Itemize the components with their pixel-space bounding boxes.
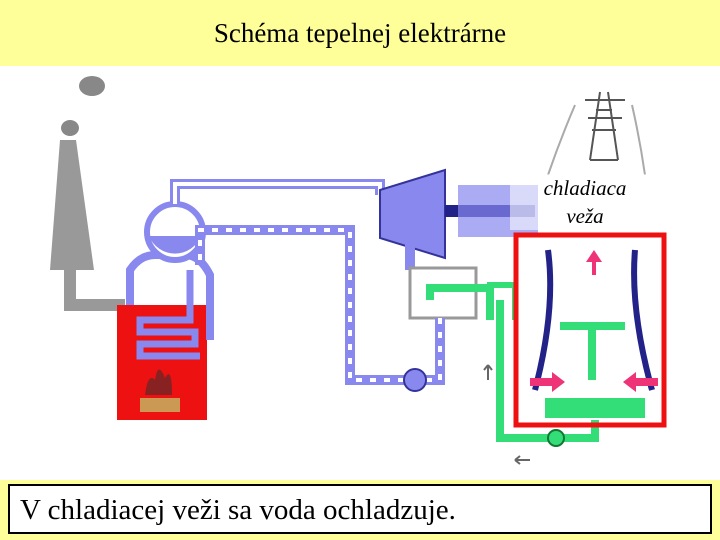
flow-arrow-icon xyxy=(514,455,530,465)
cooling-pump-icon xyxy=(547,429,565,447)
flow-arrow-up-icon xyxy=(483,364,493,380)
arrow-left-icon xyxy=(623,372,658,392)
cooling-water-pipe xyxy=(426,284,494,320)
title-bar xyxy=(0,0,720,66)
smoke-icon xyxy=(79,76,105,96)
feedwater-pipe xyxy=(195,225,445,385)
cooling-tower-label: chladiaca veža xyxy=(510,174,660,230)
cooling-tower xyxy=(530,249,658,418)
power-pylon-icon xyxy=(547,91,646,176)
chimney xyxy=(50,140,94,270)
tower-left-wall xyxy=(532,249,554,391)
steam-pipe xyxy=(170,179,385,204)
steam-drum-water xyxy=(149,236,201,254)
diagram-canvas xyxy=(50,76,667,465)
tower-label-line-1: chladiaca xyxy=(543,176,627,200)
arrow-right-icon xyxy=(530,372,565,392)
turbine xyxy=(379,168,446,260)
feedwater-pipe-inner xyxy=(198,228,442,382)
smoke-puff xyxy=(61,120,79,136)
page-title: Schéma tepelnej elektrárne xyxy=(213,18,507,48)
cooling-tower-highlight xyxy=(513,232,667,428)
tower-label-line-2: veža xyxy=(566,204,604,228)
arrow-up-icon xyxy=(586,250,602,275)
fuel-grate xyxy=(140,398,180,412)
tower-spray-pipe xyxy=(560,322,625,380)
boiler-coil xyxy=(136,270,200,360)
flue-pipe xyxy=(64,270,125,311)
caption-box: V chladiacej veži sa voda ochladzuje. xyxy=(8,484,712,534)
condenser xyxy=(408,266,478,320)
flame-icon xyxy=(145,369,172,395)
pump-icon xyxy=(403,368,427,392)
tower-basin xyxy=(545,398,645,418)
tower-right-wall xyxy=(631,249,655,391)
caption-text: V chladiacej veži sa voda ochladzuje. xyxy=(20,494,456,526)
power-plant-diagram: chladiaca veža xyxy=(0,66,720,480)
